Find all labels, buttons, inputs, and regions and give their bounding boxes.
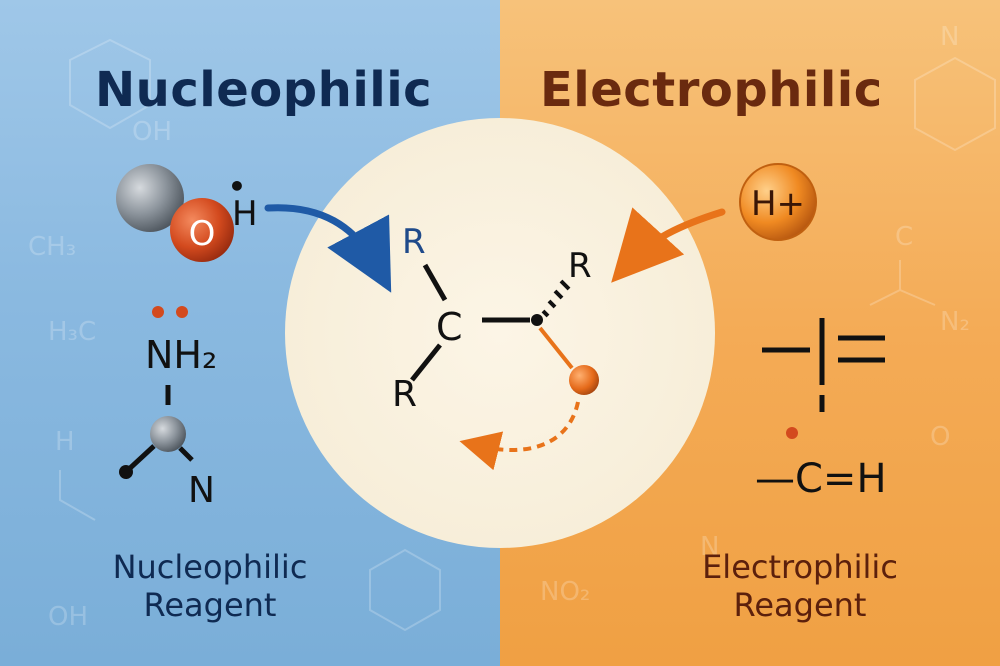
hydrogen-label: H <box>232 194 258 234</box>
bond-line <box>422 263 448 302</box>
nh2-label: NH₂ <box>145 333 217 377</box>
ghost-label: O <box>930 422 950 452</box>
r-group-label: R <box>402 222 426 262</box>
oxygen-atom-sphere <box>170 198 234 262</box>
ghost-bond-icon <box>869 260 936 306</box>
bond-line <box>126 444 156 472</box>
ghost-label: OH <box>48 602 88 632</box>
ghost-benzene-ring-icon <box>69 38 151 130</box>
leaving-group-sphere <box>569 365 599 395</box>
amine-molecule: NH₂ N <box>119 306 217 511</box>
nitrogen-label: N <box>188 470 215 511</box>
background-structures-right: N N₂ NO₂ O C N <box>540 22 996 607</box>
center-highlight-circle <box>285 118 715 548</box>
proton-molecule: H+ <box>739 163 817 241</box>
lone-pair-dot <box>152 306 164 318</box>
caption-line: Electrophilic <box>702 548 898 586</box>
lone-pair-dot: • <box>228 170 246 203</box>
proton-sphere <box>739 163 817 241</box>
hashed-wedge-bond <box>541 279 571 318</box>
nucleophilic-title: Nucleophilic <box>95 62 433 118</box>
atom-dot <box>119 465 133 479</box>
caption-line: Reagent <box>143 586 277 624</box>
background-structures-left: OH CH₃ H₃C H OH <box>28 38 441 632</box>
bond-line <box>178 446 194 462</box>
hydroxide-molecule: O • H <box>116 164 258 262</box>
ghost-label: CH₃ <box>28 232 76 262</box>
oxygen-label: O <box>189 214 216 254</box>
central-carbon-molecule: R C R R <box>392 222 599 471</box>
atom-dot <box>531 314 543 326</box>
ghost-benzene-ring-icon <box>369 548 441 632</box>
bond-line <box>410 343 442 382</box>
electrophilic-reagent-caption: Electrophilic Reagent <box>650 548 950 624</box>
proton-label: H+ <box>751 184 805 224</box>
electrophilic-attack-arrow <box>611 207 726 283</box>
nucleophilic-reagent-caption: Nucleophilic Reagent <box>70 548 350 624</box>
lone-pair-dot <box>176 306 188 318</box>
carbon-atom-sphere <box>150 416 186 452</box>
gray-atom-sphere <box>116 164 184 232</box>
ghost-label: N₂ <box>940 307 970 337</box>
bond-line <box>538 326 574 370</box>
carbon-hydrogen-label: —C=H <box>755 456 887 502</box>
electrophile-fragment: —C=H <box>755 318 887 502</box>
ghost-bond-icon <box>59 470 96 521</box>
r-group-label: R <box>392 374 417 415</box>
ghost-label: H <box>55 427 75 457</box>
ghost-label: N <box>940 22 959 52</box>
ghost-label: H₃C <box>48 317 96 347</box>
carbon-label: C <box>436 305 463 349</box>
ghost-label: NO₂ <box>540 577 590 607</box>
caption-line: Nucleophilic <box>112 548 308 586</box>
ghost-label: N <box>700 532 719 562</box>
r-group-label: R <box>568 246 592 286</box>
ghost-label: OH <box>132 117 172 147</box>
ghost-label: C <box>895 222 913 252</box>
caption-line: Reagent <box>733 586 867 624</box>
electrophilic-title: Electrophilic <box>540 62 883 118</box>
nucleophilic-attack-arrow <box>264 204 392 293</box>
ghost-benzene-ring-icon <box>914 56 996 152</box>
electron-dot <box>786 427 798 439</box>
